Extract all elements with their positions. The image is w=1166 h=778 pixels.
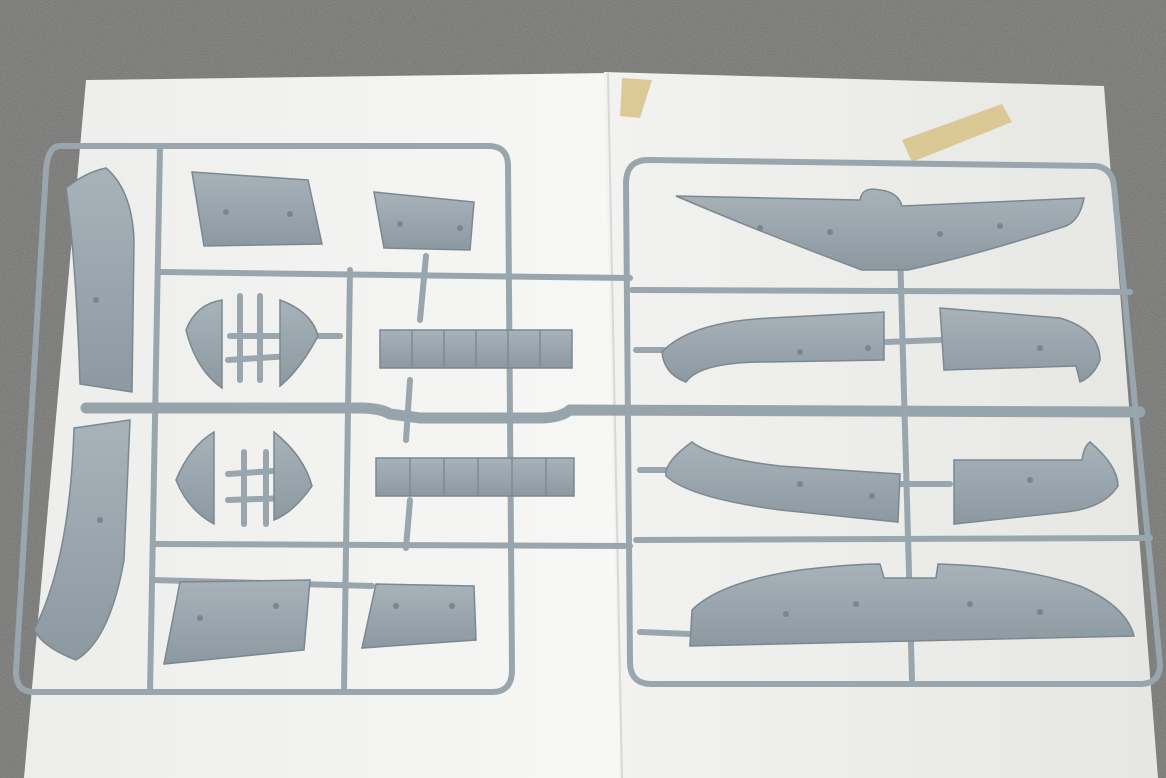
part-wing-top	[675, 188, 1085, 271]
part-flap-bottom-a	[163, 579, 311, 665]
right-sprue-frame	[623, 157, 1163, 687]
part-elevator-c	[665, 441, 901, 523]
part-flap-bottom-b	[361, 583, 477, 649]
masking-tape-top	[620, 78, 652, 118]
part-elevator-a	[661, 311, 885, 383]
part-fin-a	[185, 299, 223, 390]
part-flap-top-b	[373, 191, 475, 251]
right-sprue-parts	[661, 188, 1135, 647]
part-tailplane	[689, 563, 1135, 647]
part-fin-d	[273, 430, 313, 522]
part-fin-c	[175, 430, 215, 526]
part-flap-top-a	[191, 171, 323, 247]
ejector-marks	[93, 209, 1043, 621]
part-fin-b	[279, 298, 319, 388]
part-rudder-upper	[65, 167, 135, 393]
masking-tape-right	[902, 104, 1012, 162]
part-panel-lower	[375, 457, 575, 497]
part-rudder-lower	[33, 419, 131, 661]
paper-sheet-right	[604, 72, 1158, 778]
part-elevator-b	[939, 307, 1101, 384]
center-runner	[80, 402, 1146, 424]
panel-ribs	[409, 330, 547, 496]
paper-seam	[607, 72, 623, 778]
part-elevator-d	[953, 441, 1119, 525]
